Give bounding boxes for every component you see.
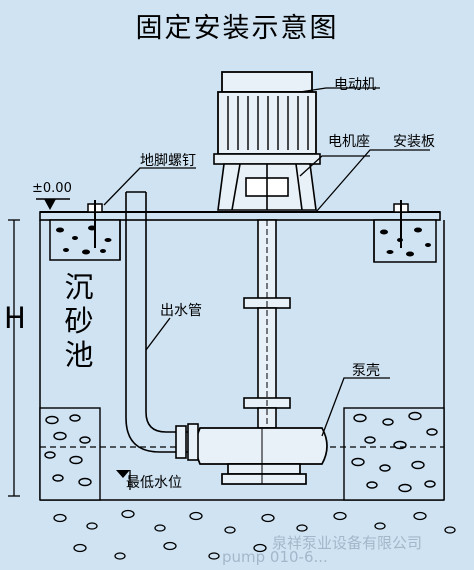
label-height: H	[4, 301, 26, 335]
leader-lines	[103, 87, 430, 490]
label-elevation: ±0.00	[32, 181, 72, 196]
motor-seat	[217, 163, 317, 211]
label-min-water-level: 最低水位	[126, 475, 182, 491]
label-pump-casing: 泵壳	[352, 363, 380, 379]
foundation-right	[373, 219, 437, 263]
label-mount-plate: 安装板	[393, 134, 435, 150]
label-sump: 沉砂池	[62, 270, 96, 372]
label-outlet-pipe: 出水管	[160, 303, 202, 319]
watermark-line-1: 泉祥泵业设备有限公司	[272, 534, 423, 552]
anchor-bolt-left	[87, 200, 103, 248]
label-motor: 电动机	[334, 77, 376, 93]
diagram-title: 固定安装示意图	[135, 13, 339, 44]
outlet-pipe	[125, 191, 199, 461]
elevation-marker	[36, 198, 70, 210]
height-dimension	[8, 219, 20, 497]
label-anchor-bolt: 地脚螺钉	[140, 153, 196, 169]
shaft-column	[243, 219, 291, 429]
label-sump-text: 沉砂池	[64, 270, 94, 372]
anchor-bolt-right	[393, 200, 409, 248]
motor	[213, 71, 321, 165]
pump-casing	[195, 427, 328, 485]
sump-floor	[39, 407, 456, 560]
foundation-left	[49, 219, 121, 261]
watermark-line-2: pump 010-6...	[222, 548, 328, 566]
mounting-plate	[39, 211, 441, 221]
label-motor-seat: 电机座	[328, 134, 370, 150]
min-water-marker	[116, 470, 130, 478]
